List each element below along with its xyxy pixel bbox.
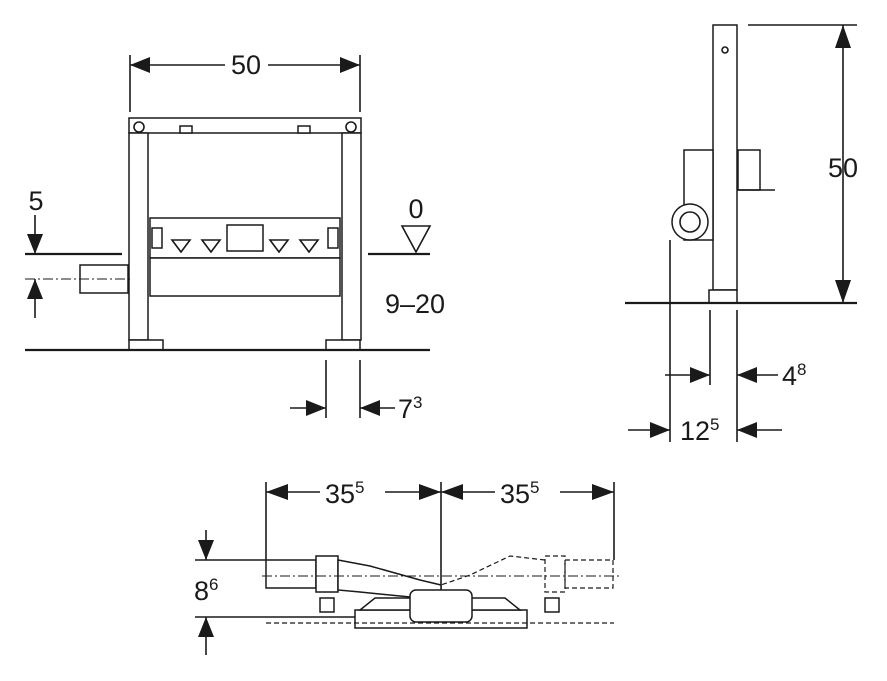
side-height-label: 50 [828, 153, 858, 183]
plan-view: 355 355 86 [194, 478, 620, 655]
install-height-label: 5 [28, 186, 43, 216]
side-view: 50 48 125 [625, 24, 858, 446]
plan-left-width-label: 355 [325, 478, 365, 509]
depth-total-label: 125 [680, 415, 720, 446]
foot-offset-label: 73 [398, 393, 423, 424]
front-width-label: 50 [231, 50, 261, 80]
floor-range-label: 9–20 [385, 289, 445, 319]
depth-small-label: 48 [782, 360, 807, 391]
plan-height-label: 86 [194, 575, 219, 606]
floor-level-label: 0 [408, 194, 423, 224]
front-view: 50 5 0 9–20 73 [25, 50, 445, 424]
plan-right-width-label: 355 [500, 478, 540, 509]
